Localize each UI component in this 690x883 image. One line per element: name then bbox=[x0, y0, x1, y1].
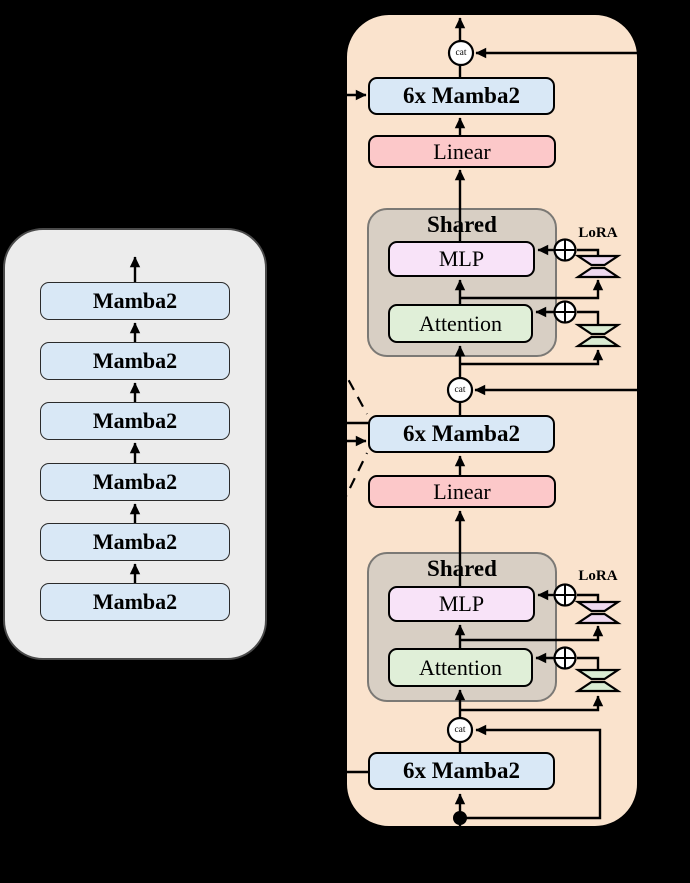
mamba6-block-bottom: 6x Mamba2 bbox=[368, 752, 555, 790]
attention-label: Attention bbox=[418, 310, 503, 336]
attention-label: Attention bbox=[418, 654, 503, 680]
mlp-block-lower: MLP bbox=[388, 586, 535, 622]
attention-block-lower: Attention bbox=[388, 648, 533, 687]
linear-label: Linear bbox=[433, 138, 491, 164]
mamba2-block: Mamba2 bbox=[40, 402, 230, 440]
mamba2-label: Mamba2 bbox=[92, 288, 178, 313]
mamba2-label: Mamba2 bbox=[92, 469, 178, 494]
mamba6-label: 6x Mamba2 bbox=[403, 421, 520, 446]
attention-block-upper: Attention bbox=[388, 304, 533, 343]
mamba2-block: Mamba2 bbox=[40, 523, 230, 561]
lora-label-upper: LoRA bbox=[578, 225, 618, 241]
lora-label-lower: LoRA bbox=[578, 568, 618, 584]
mlp-block-upper: MLP bbox=[388, 241, 535, 277]
mamba6-label: 6x Mamba2 bbox=[403, 83, 520, 108]
mamba6-label: 6x Mamba2 bbox=[403, 758, 520, 783]
concat-label: cat bbox=[454, 725, 466, 735]
concat-label: cat bbox=[454, 385, 466, 395]
mamba2-block: Mamba2 bbox=[40, 583, 230, 621]
mamba2-label: Mamba2 bbox=[92, 348, 178, 373]
concat-label: cat bbox=[455, 48, 467, 58]
mamba2-label: Mamba2 bbox=[92, 529, 178, 554]
mamba2-block: Mamba2 bbox=[40, 342, 230, 380]
shared-title: Shared bbox=[427, 556, 497, 581]
linear-block-upper: Linear bbox=[368, 135, 556, 168]
mlp-label: MLP bbox=[438, 246, 485, 271]
mamba2-label: Mamba2 bbox=[92, 408, 178, 433]
shared-title: Shared bbox=[427, 212, 497, 237]
mamba2-block: Mamba2 bbox=[40, 463, 230, 501]
linear-label: Linear bbox=[433, 478, 491, 504]
mamba2-block: Mamba2 bbox=[40, 282, 230, 320]
mamba2-label: Mamba2 bbox=[92, 589, 178, 614]
mamba6-block-middle: 6x Mamba2 bbox=[368, 415, 555, 453]
mamba6-block-upper: 6x Mamba2 bbox=[368, 77, 555, 115]
mlp-label: MLP bbox=[438, 591, 485, 616]
linear-block-lower: Linear bbox=[368, 475, 556, 508]
